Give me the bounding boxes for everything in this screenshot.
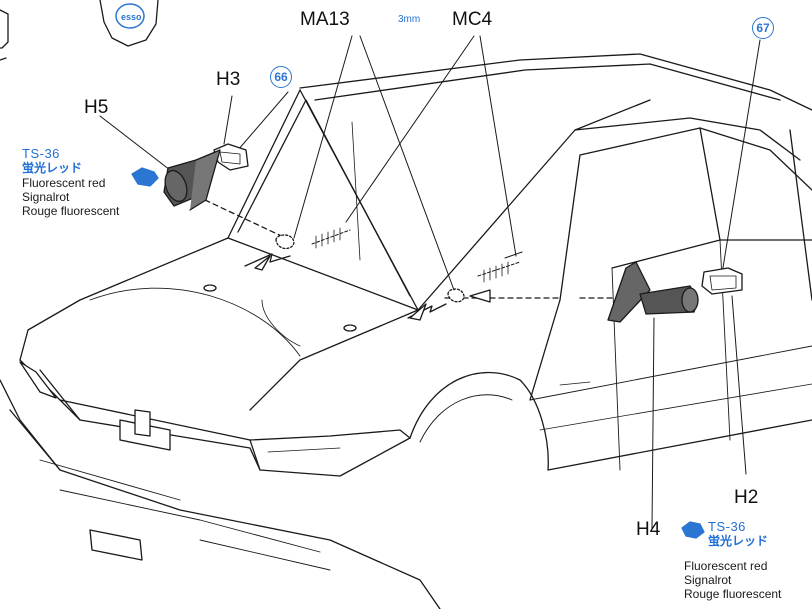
paint-name-en: Fluorescent red (684, 559, 768, 573)
leader-lines (99, 35, 761, 529)
label-ma13: MA13 (300, 9, 350, 30)
previous-step-fragment: esso (0, 0, 159, 61)
label-h2: H2 (734, 487, 759, 508)
screw-parts (311, 227, 523, 283)
paint-name-jp: 蛍光レッド (22, 161, 83, 175)
paint-name-fr: Rouge fluorescent (22, 204, 120, 218)
paint-name-de: Signalrot (22, 190, 70, 204)
svg-text:esso: esso (121, 12, 142, 22)
paint-drop-icon (131, 167, 705, 539)
label-h5: H5 (84, 97, 109, 118)
paint-callout-right-translations: Fluorescent red Signalrot Rouge fluoresc… (684, 560, 781, 600)
label-mc4: MC4 (452, 9, 493, 30)
label-ma13-size: 3mm (398, 14, 421, 25)
screw-arrows (244, 234, 491, 321)
step-ref-right: 67 (752, 17, 774, 39)
paint-name-fr: Rouge fluorescent (684, 587, 782, 601)
car-body (0, 53, 812, 609)
paint-name-en: Fluorescent red (22, 176, 106, 190)
paint-callout-right: TS-36 蛍光レッド (708, 520, 768, 547)
paint-name-jp: 蛍光レッド (708, 534, 769, 548)
label-h4: H4 (636, 519, 661, 540)
mirror-right (607, 261, 743, 323)
paint-code: TS-36 (708, 519, 746, 534)
label-h3: H3 (216, 69, 241, 90)
paint-callout-left: TS-36 蛍光レッド Fluorescent red Signalrot Ro… (22, 147, 119, 217)
mirror-left (163, 143, 249, 211)
esso-logo-icon: esso (115, 3, 145, 29)
paint-code: TS-36 (22, 146, 60, 161)
step-ref-left: 66 (270, 66, 292, 88)
paint-name-de: Signalrot (684, 573, 732, 587)
